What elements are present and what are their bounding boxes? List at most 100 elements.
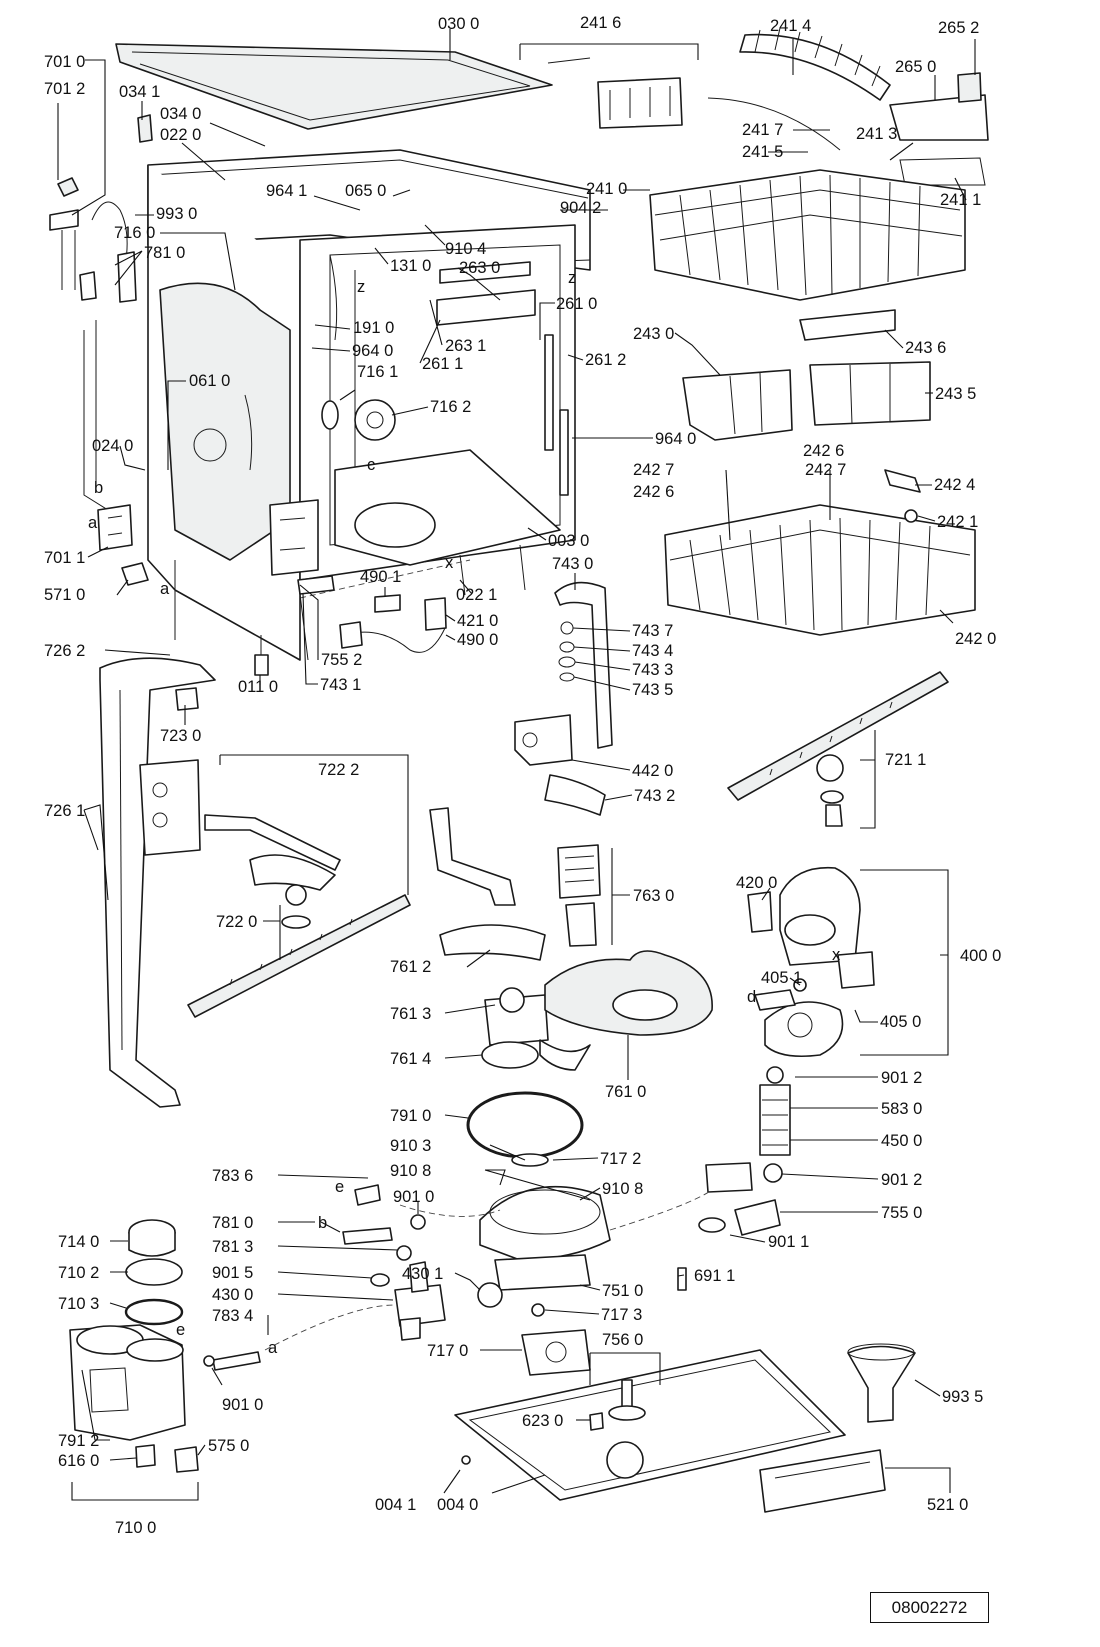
part-label: 901 1 [768,1233,809,1251]
part-label: 421 0 [457,612,498,630]
part-label: 571 0 [44,586,85,604]
part-label: 743 2 [634,787,675,805]
part-label: 241 3 [856,125,897,143]
part-label: 405 0 [880,1013,921,1031]
part-label: 241 0 [586,180,627,198]
part-label: 400 0 [960,947,1001,965]
part-label: 783 4 [212,1307,253,1325]
ref-letter-e: e [176,1321,185,1339]
part-label: 242 4 [934,476,975,494]
part-label: 910 8 [390,1162,431,1180]
ref-letter-a: a [88,514,98,532]
part-label: 721 1 [885,751,926,769]
part-illustrations [49,27,989,1513]
part-label: 241 6 [580,14,621,32]
part-label: 743 0 [552,555,593,573]
part-label: 691 1 [694,1267,735,1285]
connection-letters: z z c x x b a a d e b e a [88,269,841,1357]
part-label: 726 1 [44,802,85,820]
part-label: 265 2 [938,19,979,37]
part-label: 003 0 [548,532,589,550]
part-label: 004 1 [375,1496,416,1514]
ref-letter-x: x [832,946,841,964]
part-label: 241 5 [742,143,783,161]
part-label: 011 0 [238,678,278,696]
part-label: 583 0 [881,1100,922,1118]
ref-letter-a: a [160,580,170,598]
document-code: 08002272 [891,1597,968,1617]
part-label: 743 1 [320,676,361,694]
part-label: 901 0 [222,1396,263,1414]
part-label: 783 6 [212,1167,253,1185]
part-label: 623 0 [522,1412,563,1430]
part-label: 717 0 [427,1342,468,1360]
part-label: 781 0 [212,1214,253,1232]
part-label: 904 2 [560,199,601,217]
part-label: 263 0 [459,259,500,277]
part-label: 743 3 [632,661,673,679]
part-label: 022 0 [160,126,201,144]
part-label: 024 0 [92,437,133,455]
part-label: 701 1 [44,549,85,567]
part-label: 243 5 [935,385,976,403]
part-label: 701 0 [44,53,85,71]
part-label: 242 6 [633,483,674,501]
part-label: 781 3 [212,1238,253,1256]
part-label: 405 1 [761,969,802,987]
part-label: 710 0 [115,1519,156,1537]
part-label: 901 5 [212,1264,253,1282]
ref-letter-x: x [445,554,454,572]
part-label: 761 2 [390,958,431,976]
part-label: 717 3 [601,1306,642,1324]
part-label: 964 1 [266,182,307,200]
part-label: 743 7 [632,622,673,640]
ref-letter-b: b [318,1214,327,1232]
part-label: 910 4 [445,240,486,258]
part-labels: 030 0 241 6 241 4 265 2 265 0 701 0 701 … [44,14,1001,1537]
part-label: 743 4 [632,642,673,660]
part-label: 263 1 [445,337,486,355]
part-label: 761 4 [390,1050,431,1068]
part-label: 910 3 [390,1137,431,1155]
part-label: 791 2 [58,1432,99,1450]
part-label: 763 0 [633,887,674,905]
part-label: 616 0 [58,1452,99,1470]
part-label: 430 1 [402,1265,443,1283]
part-label: 755 0 [881,1204,922,1222]
part-label: 717 2 [600,1150,641,1168]
part-label: 061 0 [189,372,230,390]
part-label: 242 6 [803,442,844,460]
part-label: 241 4 [770,17,811,35]
ref-letter-z: z [357,278,365,296]
part-label: 781 0 [144,244,185,262]
part-label: 022 1 [456,586,497,604]
part-label: 521 0 [927,1496,968,1514]
part-label: 034 0 [160,105,201,123]
part-label: 901 0 [393,1188,434,1206]
part-label: 964 0 [655,430,696,448]
part-label: 993 5 [942,1388,983,1406]
part-label: 261 0 [556,295,597,313]
part-label: 723 0 [160,727,201,745]
part-label: 242 7 [633,461,674,479]
part-label: 901 2 [881,1069,922,1087]
part-label: 722 2 [318,761,359,779]
part-label: 065 0 [345,182,386,200]
part-label: 241 1 [940,191,981,209]
part-label: 191 0 [353,319,394,337]
part-label: 034 1 [119,83,160,101]
part-label: 030 0 [438,15,479,33]
part-label: 241 7 [742,121,783,139]
ref-letter-d: d [747,988,756,1006]
part-label: 761 0 [605,1083,646,1101]
part-label: 964 0 [352,342,393,360]
part-label: 716 2 [430,398,471,416]
part-label: 726 2 [44,642,85,660]
part-label: 242 7 [805,461,846,479]
part-label: 743 5 [632,681,673,699]
part-label: 242 1 [937,513,978,531]
part-label: 710 2 [58,1264,99,1282]
part-label: 442 0 [632,762,673,780]
part-label: 756 0 [602,1331,643,1349]
